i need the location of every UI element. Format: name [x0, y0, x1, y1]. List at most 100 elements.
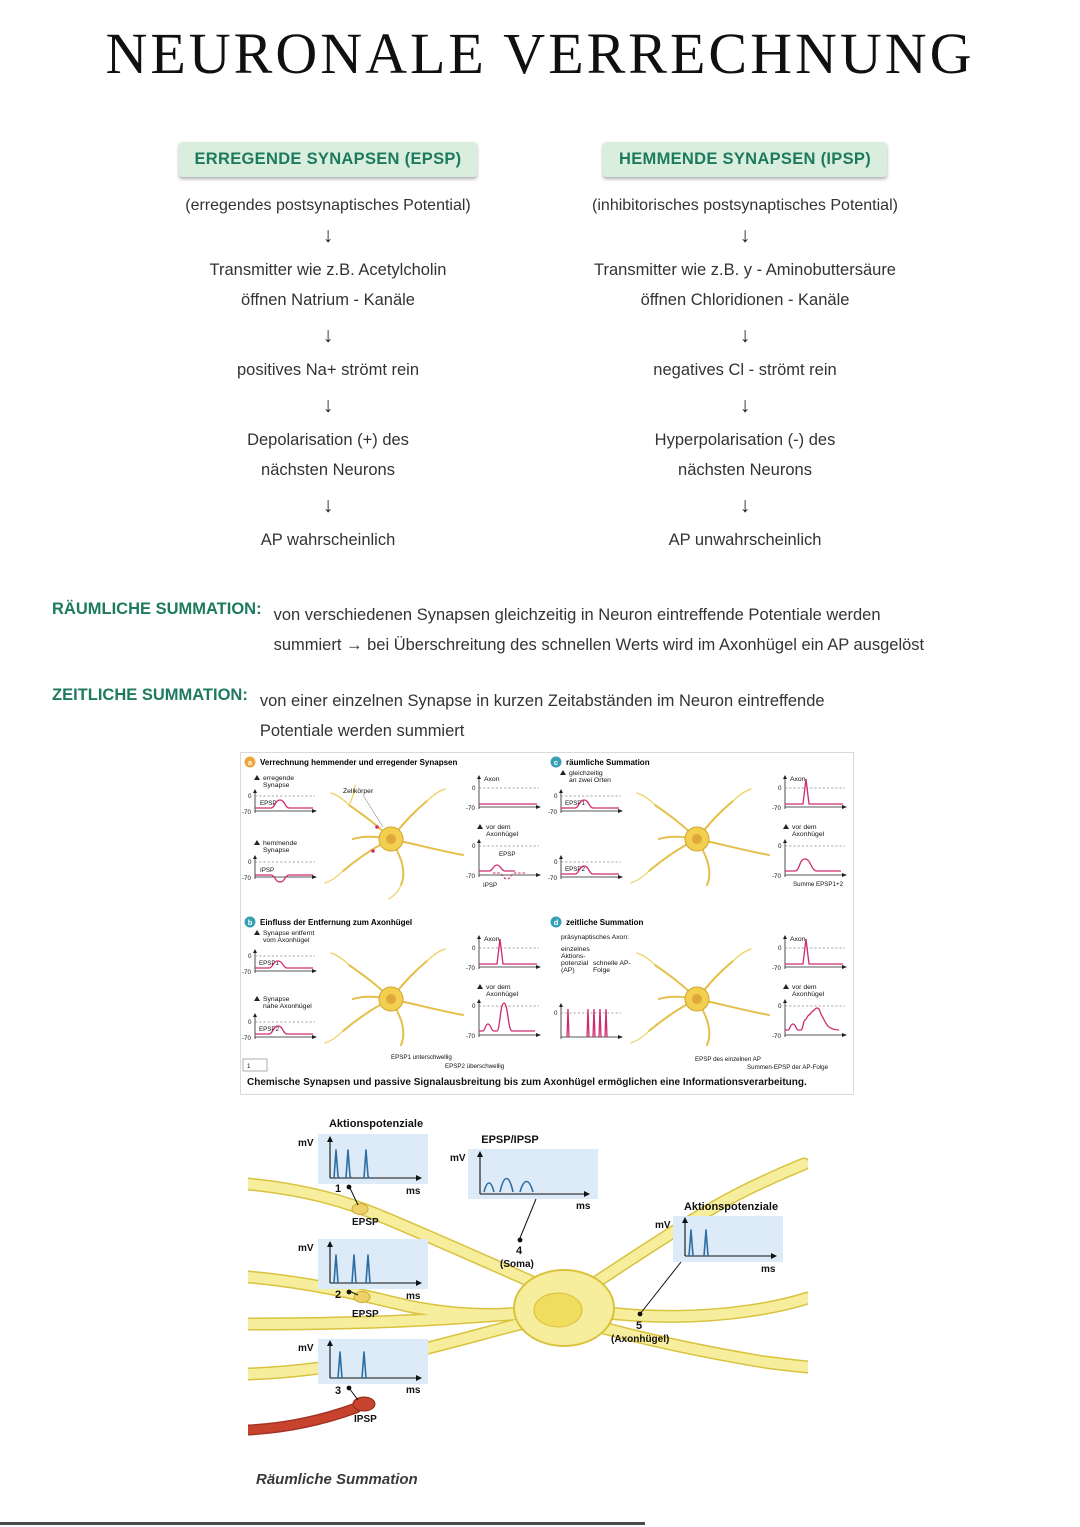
minus70-label: -70: [548, 809, 558, 816]
zero-label: 0: [472, 945, 476, 952]
raeumliche-summation-label: RÄUMLICHE SUMMATION:: [52, 600, 262, 618]
axon-label: Axon: [790, 776, 806, 783]
epsp-column: ERREGENDE SYNAPSEN (EPSP) (erregendes po…: [118, 142, 538, 555]
axon-label: Axon: [484, 776, 500, 783]
panel-b-syn1-label1: Synapse entfernt: [263, 930, 314, 937]
raeumliche-summation-text: von verschiedenen Synapsen gleichzeitig …: [274, 600, 925, 660]
down-arrow-icon: ↓: [739, 224, 751, 247]
zero-label: 0: [248, 953, 252, 960]
panel-b-axonhuegel-plot: vor dem Axonhügel 0 -70: [466, 984, 541, 1040]
down-arrow-icon: ↓: [739, 324, 751, 347]
sum-epsp-caption: Summen-EPSP der AP-Folge: [747, 1064, 829, 1071]
epsp-label: EPSP: [499, 851, 516, 858]
vordem-label1: vor dem: [792, 984, 817, 991]
summation-definitions: RÄUMLICHE SUMMATION: von verschiedenen S…: [52, 600, 1052, 746]
ipsp-step-transmitter-line1: Transmitter wie z.B. y - Aminobuttersäur…: [594, 261, 896, 279]
ueberschwellig-label: EPSP2 überschwellig: [445, 1063, 505, 1070]
textbook-figure: a Verrechnung hemmender und erregender S…: [240, 752, 854, 1095]
neuron-illustration: [324, 948, 464, 1046]
zellkoerper-label: Zellkörper: [343, 788, 374, 795]
neuron-illustration: [630, 788, 770, 886]
vordem-label2: Axonhügel: [792, 831, 825, 838]
zero-label: 0: [472, 785, 476, 792]
minus70-label: -70: [466, 805, 476, 812]
ipsp-step-transmitter: Transmitter wie z.B. y - Aminobuttersäur…: [535, 255, 955, 315]
epsp-subtitle: (erregendes postsynaptisches Potential): [185, 197, 471, 214]
ipsp-step-ap: AP unwahrscheinlich: [668, 531, 822, 549]
vordem-label2: Axonhügel: [792, 991, 825, 998]
minus70-label: -70: [772, 965, 782, 972]
fast-ap-label2: Folge: [593, 967, 610, 974]
panel-c-axonhuegel-plot: vor dem Axonhügel 0 -70 Summe EPSP1+2: [772, 824, 847, 888]
epsp-step-depolarisation: Depolarisation (+) des nächsten Neurons: [118, 425, 538, 485]
panel-c-badge-icon: [550, 756, 562, 768]
panel-c-axon-plot: Axon 0 -70: [772, 775, 847, 812]
single-ap-label2: Aktions-: [561, 953, 586, 960]
panel-c-loc-label2: an zwei Orten: [569, 777, 611, 784]
axon-branches: [577, 1157, 815, 1374]
neuron-illustration: [630, 948, 770, 1046]
figure-panel-d: d zeitliche Summation präsynaptisches Ax…: [550, 916, 847, 1071]
page-number: 1: [247, 1063, 251, 1070]
panel-b-syn1-label2: vom Axonhügel: [263, 937, 310, 944]
ipsp-subtitle: (inhibitorisches postsynaptisches Potent…: [592, 197, 898, 214]
panel-d-title: zeitliche Summation: [566, 918, 643, 927]
ap-title-left: Aktionspotenziale: [329, 1118, 423, 1130]
panel-c-loc-label1: gleichzeitig: [569, 770, 603, 777]
raeumliche-summation-line1: von verschiedenen Synapsen gleichzeitig …: [273, 606, 881, 624]
ipsp-label: IPSP: [260, 867, 274, 874]
panel-b-badge-icon: [244, 916, 256, 928]
epsp-step-transmitter-line2: öffnen Natrium - Kanäle: [241, 291, 415, 309]
down-arrow-icon: ↓: [322, 394, 334, 417]
site-dot-2: [346, 1289, 352, 1295]
epsp-step-depolarisation-line2: nächsten Neurons: [261, 461, 395, 479]
fast-ap-label1: schnelle AP-: [593, 960, 631, 967]
site-dot-1: [346, 1184, 352, 1190]
single-ap-label1: einzelnes: [561, 946, 590, 953]
panel-a-syn1-label1: erregende: [263, 775, 294, 782]
site-number-3: 3: [335, 1385, 341, 1397]
panel-b-title: Einfluss der Entfernung zum Axonhügel: [260, 918, 412, 927]
zeitliche-summation-label: ZEITLICHE SUMMATION:: [52, 686, 248, 704]
ipsp-step-hyperpolarisation: Hyperpolarisation (-) des nächsten Neuro…: [535, 425, 955, 485]
single-ap-label4: (AP): [561, 967, 575, 974]
epsp-header: ERREGENDE SYNAPSEN (EPSP): [178, 142, 478, 177]
single-epsp-caption: EPSP des einzelnen AP: [695, 1056, 761, 1063]
ipsp-step-hyperpolarisation-line2: nächsten Neurons: [678, 461, 812, 479]
zeitliche-summation-text: von einer einzelnen Synapse in kurzen Ze…: [260, 686, 825, 746]
epsp2-label: EPSP2: [565, 866, 586, 873]
epsp1-label: EPSP1: [259, 960, 280, 967]
zeitliche-summation-line2: Potentiale werden summiert: [259, 722, 465, 740]
site-number-4: 4: [516, 1245, 523, 1257]
unterschwellig-label: EPSP1 unterschwellig: [391, 1054, 452, 1061]
site-dot-4: [517, 1237, 523, 1243]
ipsp-step-influx: negatives Cl - strömt rein: [653, 361, 837, 379]
panel-a-badge-letter: a: [248, 758, 253, 767]
minus70-label: -70: [242, 809, 252, 816]
synapse-3-label: IPSP: [354, 1414, 377, 1425]
mv-label: mV: [655, 1220, 671, 1231]
panel-b-axon-plot: Axon 0 -70: [466, 935, 541, 972]
summe-label: Summe EPSP1+2: [793, 881, 844, 888]
ms-label: ms: [406, 1385, 421, 1396]
panel-a-epsp-plot: erregende Synapse 0 -70 EPSP: [242, 775, 317, 816]
zero-label: 0: [554, 859, 558, 866]
mv-label: mV: [298, 1243, 314, 1254]
page-edge-line: [0, 1522, 645, 1525]
textbook-figure-grid: a Verrechnung hemmender und erregender S…: [241, 753, 853, 1073]
mv-label: mV: [298, 1343, 314, 1354]
panel-c-epsp2-plot: 0 -70 EPSP2: [548, 855, 623, 882]
vordem-label2: Axonhügel: [486, 991, 519, 998]
raeumliche-summation-item: RÄUMLICHE SUMMATION: von verschiedenen S…: [52, 600, 1052, 660]
single-ap-label3: potenzial: [561, 960, 589, 967]
ap-plot-1: mV ms: [298, 1134, 428, 1197]
vordem-label2: Axonhügel: [486, 831, 519, 838]
ms-label: ms: [576, 1201, 591, 1212]
panel-d-axon-plot: Axon 0 -70: [772, 935, 847, 972]
site-number-2: 2: [335, 1289, 341, 1301]
page-title: NEURONALE VERRECHNUNG: [105, 21, 975, 86]
panel-d-axonhuegel-plot: vor dem Axonhügel 0 -70: [772, 984, 847, 1040]
panel-b-syn2-label1: Synapse: [263, 996, 290, 1003]
inhibitory-synapse-red: [242, 1396, 376, 1436]
